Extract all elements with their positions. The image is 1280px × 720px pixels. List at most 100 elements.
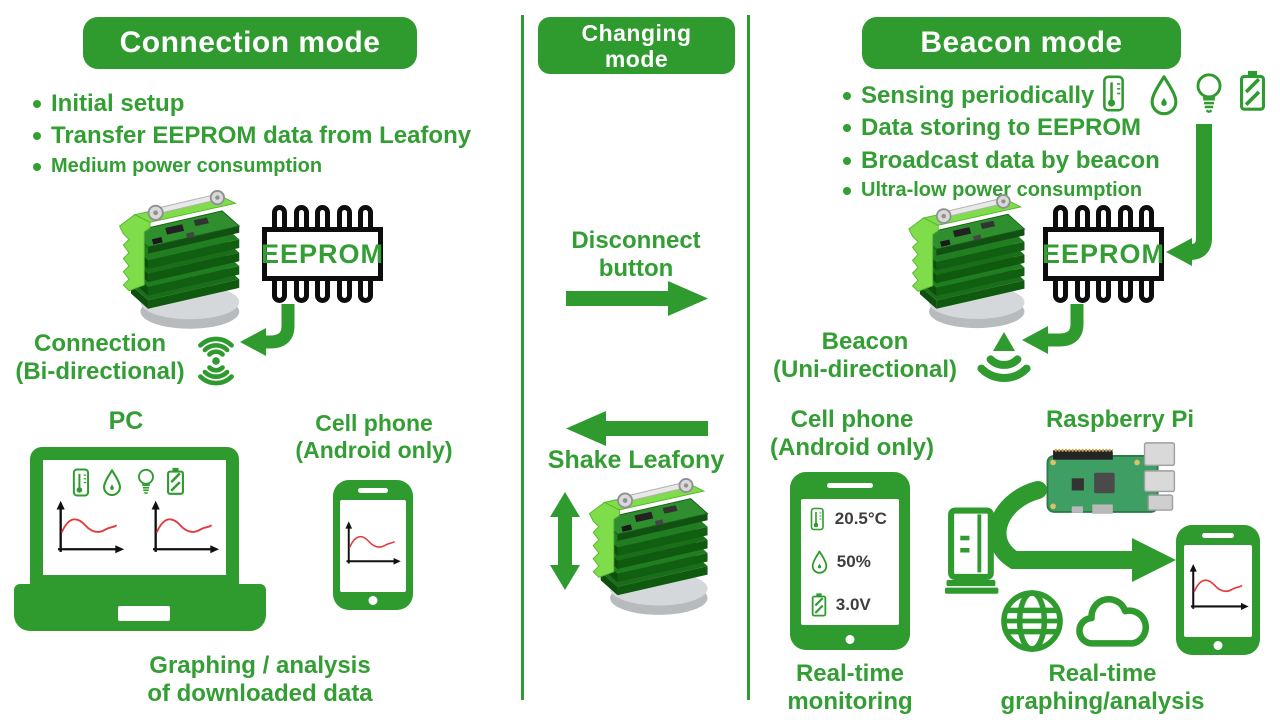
changing-header-line1: Changing — [581, 19, 692, 46]
chip-pin — [1117, 205, 1133, 227]
changing-mode-header: Changing mode — [538, 17, 735, 74]
eeprom-chip: EEPROM — [261, 205, 383, 303]
phone-home-button — [368, 596, 378, 606]
bidirectional-signal-icon — [200, 339, 231, 383]
bullet-dot — [843, 186, 851, 195]
cellphone-label-connection: Cell phone (Android only) — [283, 410, 465, 463]
raspberrypi-label: Raspberry Pi — [1045, 406, 1195, 433]
bullet-dot — [33, 162, 41, 171]
reading-row: 20.5°C — [810, 506, 897, 533]
right-column-divider — [747, 15, 750, 700]
reading-row: 3.0V — [810, 592, 897, 619]
chip-pin — [1096, 205, 1111, 227]
connection-link-line2: (Bi-directional) — [15, 357, 185, 385]
globe-icon — [998, 587, 1066, 655]
thermometer-icon — [1103, 75, 1124, 112]
bullet-text: Data storing to EEPROM — [861, 114, 1142, 142]
bullet-item: Broadcast data by beacon — [843, 147, 1160, 175]
chip-pin — [315, 205, 330, 227]
phone-speaker — [1202, 532, 1234, 538]
chip-pin — [336, 205, 352, 227]
disconnect-line1: Disconnect — [571, 227, 701, 254]
chip-pin — [315, 281, 330, 303]
eeprom-label: EEPROM — [1042, 227, 1164, 281]
chip-pins-top — [262, 205, 383, 227]
cellphone-label-beacon: Cell phone (Android only) — [752, 406, 952, 462]
cellphone-line1: Cell phone — [790, 406, 914, 433]
connection-bullets: Initial setup Transfer EEPROM data from … — [33, 90, 471, 182]
bullet-dot — [843, 124, 851, 133]
sensor-graph — [55, 499, 126, 555]
connection-link-label: Connection (Bi-directional) — [0, 330, 200, 386]
bullet-text: Initial setup — [51, 90, 185, 117]
chip-pin — [272, 281, 287, 303]
chip-pin — [1096, 281, 1111, 303]
phone-speaker — [827, 482, 873, 488]
chip-pin — [1053, 205, 1068, 227]
phone-home-button — [845, 634, 855, 644]
cellphone-line2: (Android only) — [770, 433, 934, 461]
bullet-text: Broadcast data by beacon — [861, 146, 1160, 174]
sensor-graph — [1188, 562, 1250, 612]
bullet-item: Data storing to EEPROM — [843, 114, 1160, 142]
connection-mode-header: Connection mode — [83, 17, 417, 69]
chip-pin — [336, 281, 352, 303]
changing-header-line2: mode — [604, 45, 669, 72]
bullet-item: Transfer EEPROM data from Leafony — [33, 122, 471, 150]
lightbulb-icon — [138, 468, 154, 495]
chip-pin — [358, 281, 373, 303]
bullet-dot — [33, 132, 41, 141]
thermometer-icon — [72, 468, 90, 497]
bullet-item: Medium power consumption — [33, 155, 471, 179]
bullet-item: Ultra-low power consumption — [843, 179, 1160, 203]
leafony-device-photo — [118, 190, 241, 330]
beacon-link-label: Beacon (Uni-directional) — [757, 328, 973, 384]
beacon-link-line1: Beacon — [821, 328, 909, 355]
chip-pin — [293, 281, 309, 303]
left-column-divider — [521, 15, 524, 700]
caption-line2: of downloaded data — [147, 679, 373, 707]
humidity-value: 50% — [836, 552, 871, 572]
laptop-base — [14, 584, 266, 631]
caption-line1: Graphing / analysis — [149, 652, 371, 679]
chip-pins-bottom — [262, 281, 383, 303]
chip-pin — [1074, 281, 1090, 303]
bullet-text: Sensing periodically — [861, 82, 1095, 109]
phone-home-button — [1213, 641, 1223, 651]
chip-pins-bottom — [1043, 281, 1164, 303]
graphing-line1: Real-time — [1048, 660, 1157, 687]
waterdrop-icon — [811, 550, 828, 574]
bullet-text: Transfer EEPROM data from Leafony — [51, 122, 472, 150]
bullet-dot — [33, 100, 41, 108]
bullet-item: Initial setup — [33, 90, 471, 118]
waterdrop-icon — [1150, 75, 1178, 116]
phone-screen: 20.5°C 50% 3.0V — [800, 498, 900, 626]
monitoring-line2: monitoring — [787, 687, 913, 715]
chip-pins-top — [1043, 205, 1164, 227]
temperature-value: 20.5°C — [834, 509, 887, 529]
beacon-mode-header: Beacon mode — [862, 17, 1181, 69]
chip-pin — [358, 205, 373, 227]
laptop-screen — [30, 447, 239, 588]
bullet-dot — [843, 156, 851, 165]
monitoring-line1: Real-time — [795, 660, 905, 687]
shake-direction-arrow — [566, 411, 708, 446]
graphing-caption: Real-time graphing/analysis — [1000, 660, 1205, 716]
cellphone-beacon: 20.5°C 50% 3.0V — [790, 472, 910, 650]
server-tower-icon — [945, 502, 1003, 600]
cellphone-line1: Cell phone — [315, 410, 433, 436]
cellphone-line2: (Android only) — [295, 436, 453, 463]
beacon-mode-header-text: Beacon mode — [920, 26, 1123, 59]
beacon-bullets: Sensing periodically Data storing to EEP… — [843, 82, 1160, 207]
graphing-line2: graphing/analysis — [1000, 687, 1205, 715]
bullet-text: Medium power consumption — [51, 154, 323, 177]
connection-mode-header-text: Connection mode — [119, 26, 381, 59]
leafony-device-photo — [907, 194, 1026, 329]
waterdrop-icon — [103, 469, 121, 497]
bullet-item: Sensing periodically — [843, 82, 1160, 110]
sensor-readings: 20.5°C 50% 3.0V — [810, 506, 897, 635]
battery-icon — [811, 592, 827, 617]
shake-leafony-label: Shake Leafony — [547, 446, 725, 474]
disconnect-line2: button — [598, 254, 674, 282]
